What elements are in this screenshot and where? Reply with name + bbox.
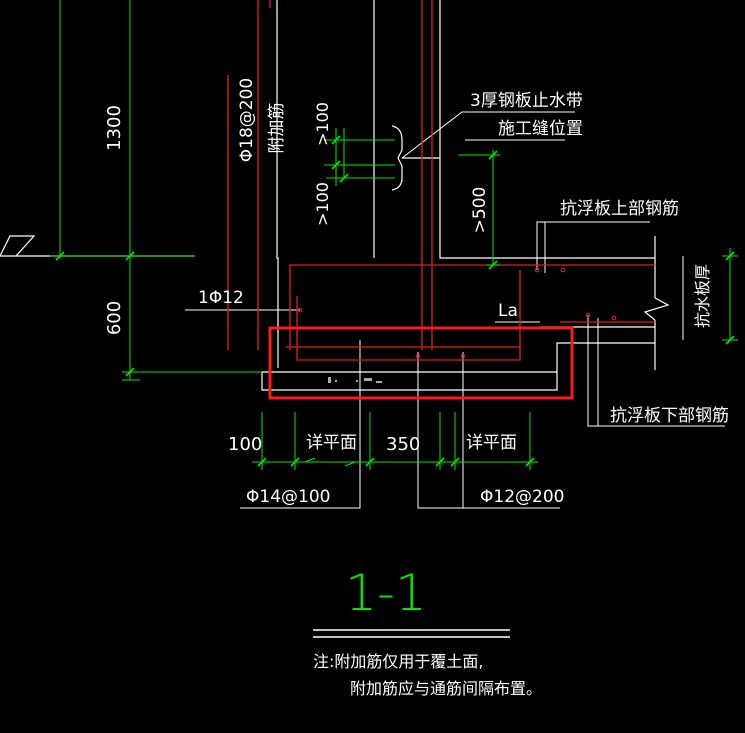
note-line-1: 注:附加筋仅用于覆土面, [313,652,483,671]
highlight-box [268,326,574,400]
slab-thickness-label: 抗水板厚 [693,264,712,328]
rebar-lines [227,0,655,361]
ground-level-symbol [0,235,36,257]
joint-position-label: 施工缝位置 [498,119,583,139]
phi14-label: Φ14@100 [246,487,330,507]
concrete-outline [0,0,670,391]
rebar-dots [297,267,617,359]
dim-100-bottom: 100 [228,434,262,455]
dim-100-lower: >100 [313,182,332,226]
dim-350-bottom: 350 [386,434,420,455]
dimension-ticks [55,135,735,467]
one-phi12-label: 1Φ12 [198,288,244,308]
la-label: La [498,301,518,321]
rebar-phi18-label: Φ18@200 [237,78,257,162]
dim-500: >500 [470,187,490,234]
additional-rebar-label: 附加筋 [267,103,287,154]
note-line-2: 附加筋应与通筋间隔布置。 [350,679,542,698]
waterstop-label: 3厚钢板止水带 [470,91,583,111]
faint-marks [328,377,382,383]
detail-plan-right: 详平面 [466,433,517,453]
section-title: 1-1 [345,564,427,622]
phi12-label: Φ12@200 [480,487,564,507]
waterstop-symbol [391,125,440,191]
anti-float-bottom-label: 抗浮板下部钢筋 [610,406,729,426]
anti-float-top-label: 抗浮板上部钢筋 [560,199,679,219]
dim-600: 600 [104,301,125,335]
dim-1300: 1300 [104,105,125,151]
detail-plan-left: 详平面 [306,433,357,453]
dim-100-upper: >100 [313,102,332,146]
